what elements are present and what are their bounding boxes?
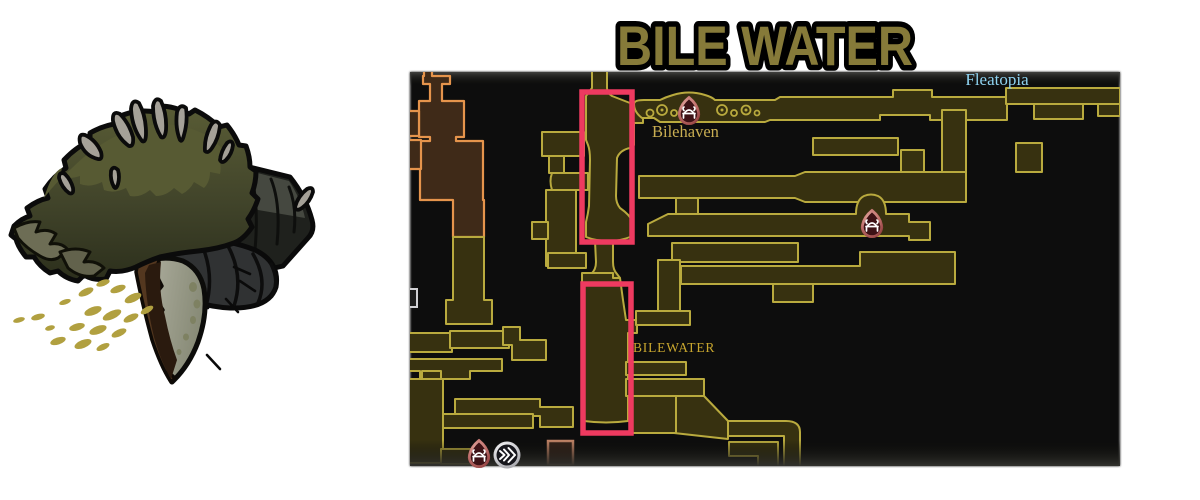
svg-text:Bilehaven: Bilehaven — [652, 122, 719, 141]
svg-text:BILE WATER: BILE WATER — [617, 14, 913, 77]
svg-text:BILEWATER: BILEWATER — [633, 340, 715, 355]
svg-text:Fleatopia: Fleatopia — [965, 70, 1029, 89]
